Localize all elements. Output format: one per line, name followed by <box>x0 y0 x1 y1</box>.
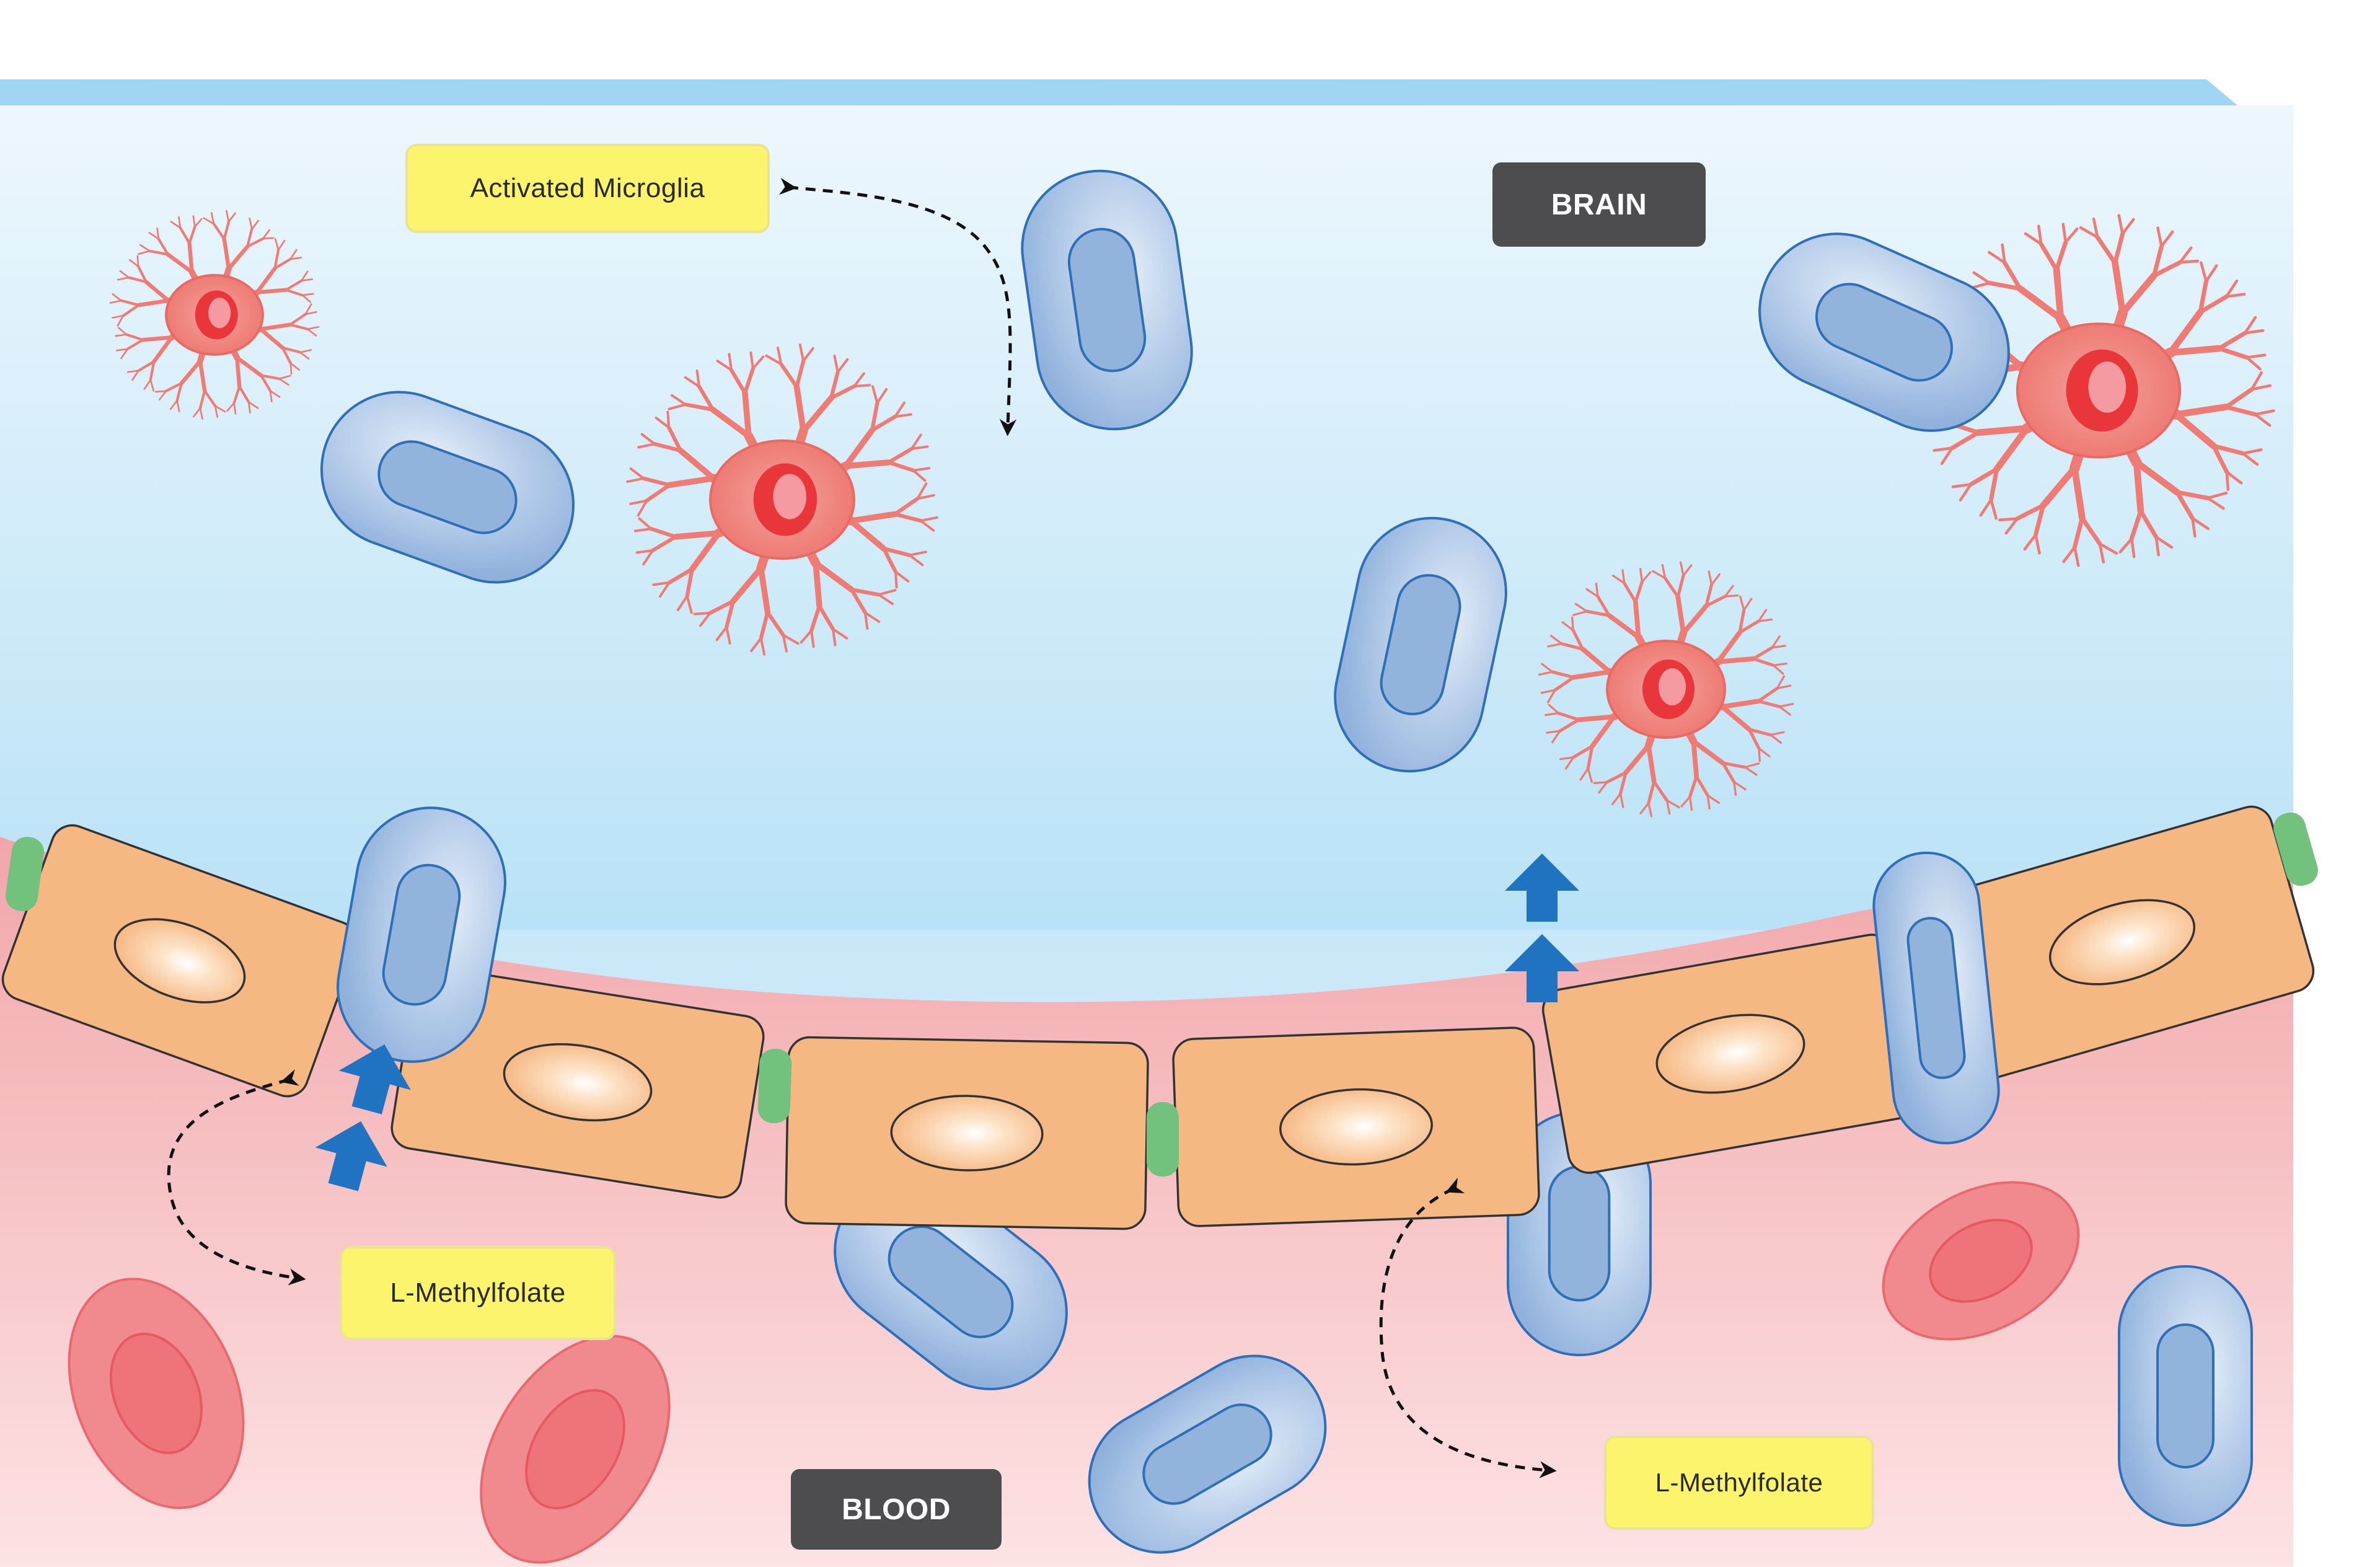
l-methylfolate-label-right: L-Methylfolate <box>1604 1436 1874 1530</box>
dashed-connectors <box>167 177 1557 1478</box>
tight-junction <box>6 837 44 911</box>
red-blood-cell <box>1882 1181 2080 1341</box>
endothelial-cell <box>1929 805 2315 1079</box>
connector-right-methylfolate <box>1379 1177 1557 1478</box>
tight-junction <box>2273 812 2318 886</box>
endothelial-cell <box>1172 1026 1540 1227</box>
endothelial-cell <box>785 1036 1149 1230</box>
l-methylfolate-label-left: L-Methylfolate <box>340 1246 616 1340</box>
immune-cells-blood <box>834 1111 2253 1554</box>
transport-arrow <box>1505 934 1579 1002</box>
microglia <box>109 210 320 420</box>
transport-arrow <box>338 1044 411 1115</box>
transport-arrows <box>315 854 1579 1191</box>
immune-cell <box>337 806 506 1063</box>
red-blood-cell <box>68 1278 245 1509</box>
endothelial-cell <box>1 824 358 1098</box>
immune-cell <box>1334 516 1507 773</box>
microglia-cells <box>109 210 2275 818</box>
transport-arrow <box>1505 854 1579 922</box>
brain-label: BRAIN <box>1492 162 1706 247</box>
immune-cell <box>1872 851 2000 1145</box>
endothelial-cell <box>390 966 765 1199</box>
endothelial-barrier <box>1 805 2318 1230</box>
tight-junction <box>1147 1102 1179 1176</box>
connector-left-methylfolate <box>167 1069 306 1286</box>
tight-junction <box>757 1048 792 1124</box>
immune-cell <box>1088 1354 1327 1554</box>
microglia <box>626 343 938 656</box>
microglia <box>1538 561 1794 818</box>
blood-label: BLOOD <box>791 1469 1002 1550</box>
transport-arrow <box>315 1121 387 1191</box>
immune-cell <box>320 391 575 584</box>
red-blood-cells <box>68 1181 2080 1564</box>
endothelial-cell <box>1541 934 1919 1174</box>
immune-cell <box>2118 1265 2253 1527</box>
immune-cell <box>1021 169 1193 431</box>
red-blood-cell <box>480 1335 671 1564</box>
immune-cells-brain <box>320 169 2010 1145</box>
immune-cell <box>1758 232 2010 432</box>
immune-cell <box>834 1173 1068 1390</box>
activated-microglia-label: Activated Microglia <box>405 144 770 233</box>
brain-region <box>0 105 2293 930</box>
